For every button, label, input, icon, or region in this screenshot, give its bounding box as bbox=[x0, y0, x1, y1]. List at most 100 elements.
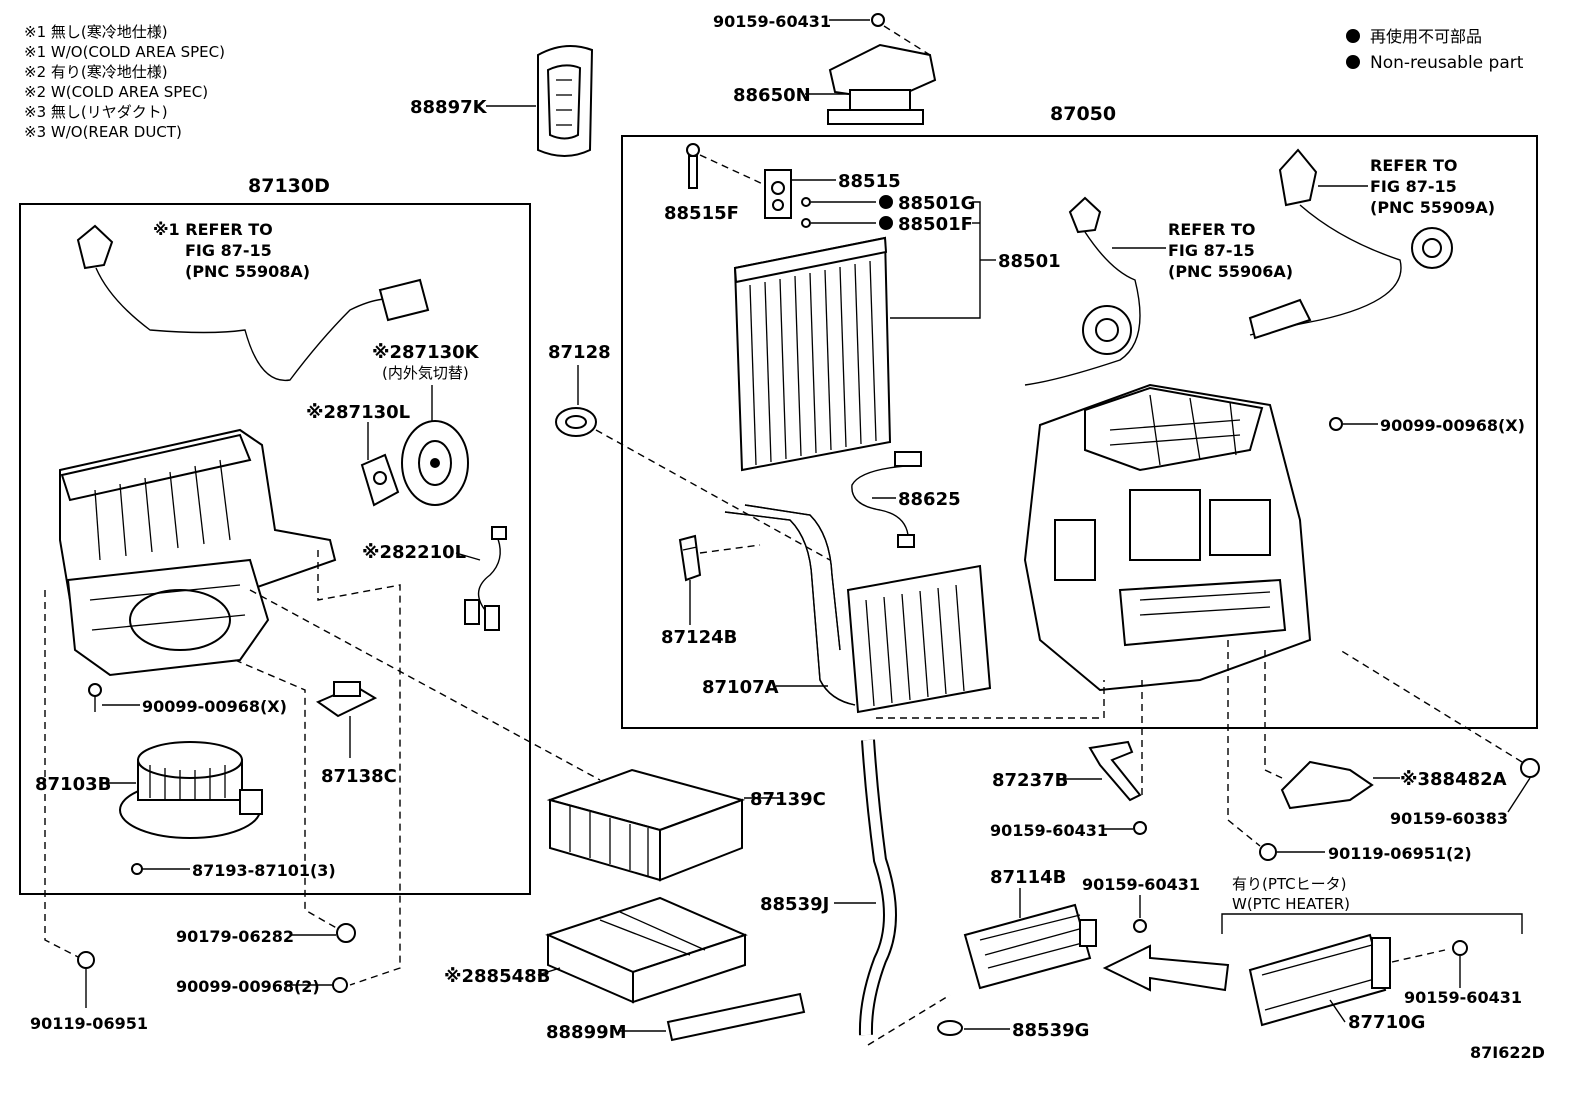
ref-b-line[interactable]: REFER TO bbox=[1168, 220, 1256, 239]
note-line: ※1 W/O(COLD AREA SPEC) bbox=[24, 43, 225, 61]
screw-icon bbox=[1520, 758, 1540, 778]
label-88515[interactable]: 88515 bbox=[838, 171, 901, 192]
label-90159-60431-c[interactable]: 90159-60431 bbox=[1404, 988, 1522, 1007]
screw-icon bbox=[332, 977, 348, 993]
legend-en: Non-reusable part bbox=[1370, 53, 1524, 73]
wire-harness-82210L-icon bbox=[464, 526, 507, 631]
bolt-icon bbox=[1133, 919, 1147, 933]
label-87139C[interactable]: 87139C bbox=[750, 789, 826, 810]
evaporator-88501-icon bbox=[733, 236, 892, 472]
label-90119-06951-2[interactable]: 90119-06951(2) bbox=[1328, 844, 1472, 863]
label-87050[interactable]: 87050 bbox=[1050, 103, 1116, 125]
label-88548B[interactable]: ※288548B bbox=[444, 966, 550, 987]
label-87130L[interactable]: ※287130L bbox=[306, 402, 410, 423]
install-direction-arrow-icon bbox=[1102, 944, 1230, 992]
ref-c-line[interactable]: FIG 87-15 bbox=[1370, 177, 1457, 196]
clip-90179-06282-icon bbox=[336, 923, 356, 943]
non-reusable-dot-icon bbox=[1346, 55, 1360, 69]
label-90099-00968-2[interactable]: 90099-00968(2) bbox=[176, 977, 320, 996]
label-87107A[interactable]: 87107A bbox=[702, 677, 779, 698]
label-87237B[interactable]: 87237B bbox=[992, 770, 1068, 791]
label-88501G[interactable]: 88501G bbox=[898, 193, 975, 214]
expansion-valve-88515-icon bbox=[764, 169, 792, 219]
label-87114B[interactable]: 87114B bbox=[990, 867, 1066, 888]
label-87130K[interactable]: ※287130K bbox=[372, 342, 480, 363]
non-reusable-dot-icon bbox=[879, 195, 893, 209]
label-90159-60431-b[interactable]: 90159-60431 bbox=[1082, 875, 1200, 894]
label-90159-60431-top[interactable]: 90159-60431 bbox=[713, 12, 831, 31]
clamp-87124B-icon bbox=[678, 534, 702, 582]
label-88899M[interactable]: 88899M bbox=[546, 1022, 627, 1043]
thermistor-88625-icon bbox=[851, 451, 922, 548]
label-90099-00968-x-right[interactable]: 90099-00968(X) bbox=[1380, 416, 1525, 435]
ref-c-line[interactable]: REFER TO bbox=[1370, 156, 1458, 175]
ref-b-line[interactable]: (PNC 55906A) bbox=[1168, 262, 1293, 281]
label-87124B[interactable]: 87124B bbox=[661, 627, 737, 648]
screw-icon bbox=[88, 683, 102, 697]
non-reusable-dot-icon bbox=[1346, 29, 1360, 43]
heater-core-87107A-icon bbox=[724, 504, 992, 714]
label-87710G[interactable]: 87710G bbox=[1348, 1012, 1425, 1033]
o-ring-icon bbox=[801, 218, 811, 228]
ptc-note-en: W(PTC HEATER) bbox=[1232, 895, 1350, 913]
screw-icon bbox=[1329, 417, 1343, 431]
duct-88482A-icon bbox=[1280, 760, 1374, 810]
ref-a-line[interactable]: (PNC 55908A) bbox=[185, 262, 310, 281]
label-87138C[interactable]: 87138C bbox=[321, 766, 397, 787]
label-88650N[interactable]: 88650N bbox=[733, 85, 811, 106]
heater-case-87050-icon bbox=[1023, 383, 1312, 692]
note-line: ※3 無し(リヤダクト) bbox=[24, 103, 168, 121]
drain-hose-88539J-icon bbox=[858, 739, 897, 1036]
screw-icon bbox=[1259, 843, 1277, 861]
note-line: ※2 W(COLD AREA SPEC) bbox=[24, 83, 208, 101]
screw-icon bbox=[131, 863, 143, 875]
label-90099-00968-x-left[interactable]: 90099-00968(X) bbox=[142, 697, 287, 716]
label-88482A[interactable]: ※388482A bbox=[1400, 769, 1507, 790]
non-reusable-dot-icon bbox=[879, 216, 893, 230]
ref-a-line[interactable]: ※1 REFER TO bbox=[153, 220, 273, 239]
ptc-heater-87114B-icon bbox=[963, 903, 1097, 990]
label-90159-60431-mid[interactable]: 90159-60431 bbox=[990, 821, 1108, 840]
resistor-87138C-icon bbox=[315, 681, 378, 718]
blower-motor-87103B-icon bbox=[119, 741, 263, 839]
ptc-bracket bbox=[1221, 913, 1523, 934]
ref-a-line[interactable]: FIG 87-15 bbox=[185, 241, 272, 260]
servo-motor-87130K-icon bbox=[401, 420, 469, 506]
label-90119-06951[interactable]: 90119-06951 bbox=[30, 1014, 148, 1033]
label-90179-06282[interactable]: 90179-06282 bbox=[176, 927, 294, 946]
ref-b-line[interactable]: FIG 87-15 bbox=[1168, 241, 1255, 260]
filter-tray-88548B-icon bbox=[545, 896, 748, 1004]
label-82210L[interactable]: ※282210L bbox=[362, 542, 466, 563]
label-88539G[interactable]: 88539G bbox=[1012, 1020, 1089, 1041]
label-88501F[interactable]: 88501F bbox=[898, 214, 973, 235]
damper-servo-55909A-icon bbox=[1248, 148, 1453, 340]
sensor-88650N-icon bbox=[827, 43, 937, 125]
ref-c-line[interactable]: (PNC 55909A) bbox=[1370, 198, 1495, 217]
garnish-88897K-icon bbox=[537, 45, 594, 157]
air-filter-87139C-icon bbox=[546, 768, 746, 882]
o-ring-icon bbox=[801, 197, 811, 207]
damper-servo-55908A-icon bbox=[76, 224, 430, 382]
diagram-id: 87I622D bbox=[1470, 1043, 1545, 1062]
label-88625[interactable]: 88625 bbox=[898, 489, 961, 510]
screw-icon bbox=[77, 951, 95, 969]
label-90159-60383[interactable]: 90159-60383 bbox=[1390, 809, 1508, 828]
label-88515F[interactable]: 88515F bbox=[664, 203, 739, 224]
label-87128[interactable]: 87128 bbox=[548, 342, 611, 363]
grommet-88539G-icon bbox=[937, 1020, 963, 1036]
blower-case-87130D-icon bbox=[59, 428, 337, 677]
legend-jp: 再使用不可部品 bbox=[1370, 27, 1482, 46]
label-88897K[interactable]: 88897K bbox=[410, 97, 488, 118]
label-88501[interactable]: 88501 bbox=[998, 251, 1061, 272]
damper-servo-55906A-icon bbox=[1024, 196, 1141, 386]
ptc-note-jp: 有り(PTCヒータ) bbox=[1232, 875, 1347, 893]
label-88539J[interactable]: 88539J bbox=[760, 894, 829, 915]
bolt-icon bbox=[1452, 940, 1468, 956]
label-87130D[interactable]: 87130D bbox=[248, 175, 330, 197]
label-87193-87101[interactable]: 87193-87101(3) bbox=[192, 861, 336, 880]
seal-87128-icon bbox=[555, 407, 597, 437]
label-87103B[interactable]: 87103B bbox=[35, 774, 111, 795]
plate-88899M-icon bbox=[666, 992, 806, 1042]
